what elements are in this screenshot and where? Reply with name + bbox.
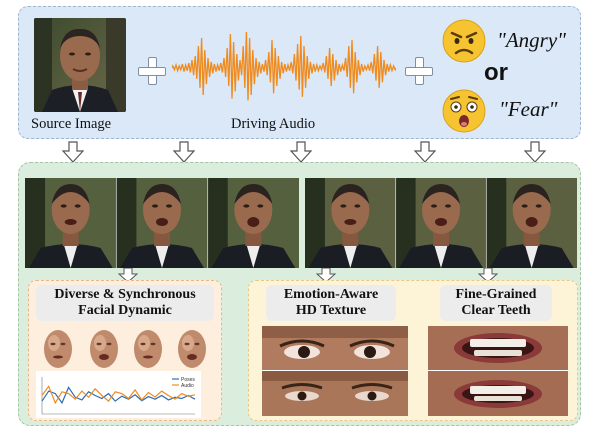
texture-title-line1: Emotion-Aware	[283, 287, 379, 302]
texture-title-line2: HD Texture	[295, 303, 367, 318]
down-arrow-icon	[478, 268, 498, 282]
plus-icon	[405, 57, 433, 85]
clear-teeth-mouth-crops	[428, 326, 568, 416]
source-image-label: Source Image	[31, 116, 112, 132]
face-mesh	[90, 330, 118, 368]
down-arrow-icon	[62, 141, 84, 163]
driving-audio-label: Driving Audio	[231, 116, 316, 132]
down-arrow-icon	[290, 141, 312, 163]
teeth-title-line2: Clear Teeth	[461, 303, 531, 318]
output-frame	[305, 178, 396, 268]
3d-face-meshes	[38, 327, 214, 371]
angry-emoji-icon	[442, 19, 486, 63]
series-line-audio	[41, 385, 196, 405]
teeth-title: Fine-Grained Clear Teeth	[440, 285, 552, 321]
fear-output-frames	[305, 178, 577, 268]
angry-output-frames	[25, 178, 299, 268]
facial-dynamic-title-line2: Facial Dynamic	[78, 303, 172, 318]
teeth-title-line1: Fine-Grained	[455, 287, 537, 302]
output-frame	[115, 178, 208, 268]
down-arrow-icon	[316, 268, 336, 282]
legend-label: Audio	[181, 383, 194, 389]
series-line-poses	[41, 386, 196, 405]
face-mesh	[134, 330, 162, 368]
emotion-angry-label: "Angry"	[497, 28, 566, 52]
driving-audio-waveform	[172, 31, 396, 101]
face-mesh	[178, 330, 206, 368]
down-arrow-icon	[173, 141, 195, 163]
down-arrow-icon	[118, 268, 138, 282]
fear-emoji-icon	[442, 89, 486, 133]
legend-label: Poses	[181, 377, 195, 383]
output-frame	[395, 178, 487, 268]
face-mesh	[44, 330, 72, 368]
output-frame	[485, 178, 577, 268]
emotion-or-label: or	[484, 59, 508, 86]
output-frame	[207, 178, 299, 268]
hd-texture-eye-crops	[262, 326, 408, 416]
emotion-fear-label: "Fear"	[499, 97, 558, 121]
down-arrow-icon	[524, 141, 546, 163]
chart-axis	[41, 377, 195, 415]
plus-icon	[138, 57, 166, 85]
down-arrow-icon	[414, 141, 436, 163]
facial-dynamic-title-line1: Diverse & Synchronous	[54, 287, 196, 302]
texture-title: Emotion-Aware HD Texture	[266, 285, 396, 321]
facial-dynamic-title: Diverse & Synchronous Facial Dynamic	[36, 285, 214, 321]
output-frame	[25, 178, 117, 268]
source-image	[34, 18, 126, 112]
